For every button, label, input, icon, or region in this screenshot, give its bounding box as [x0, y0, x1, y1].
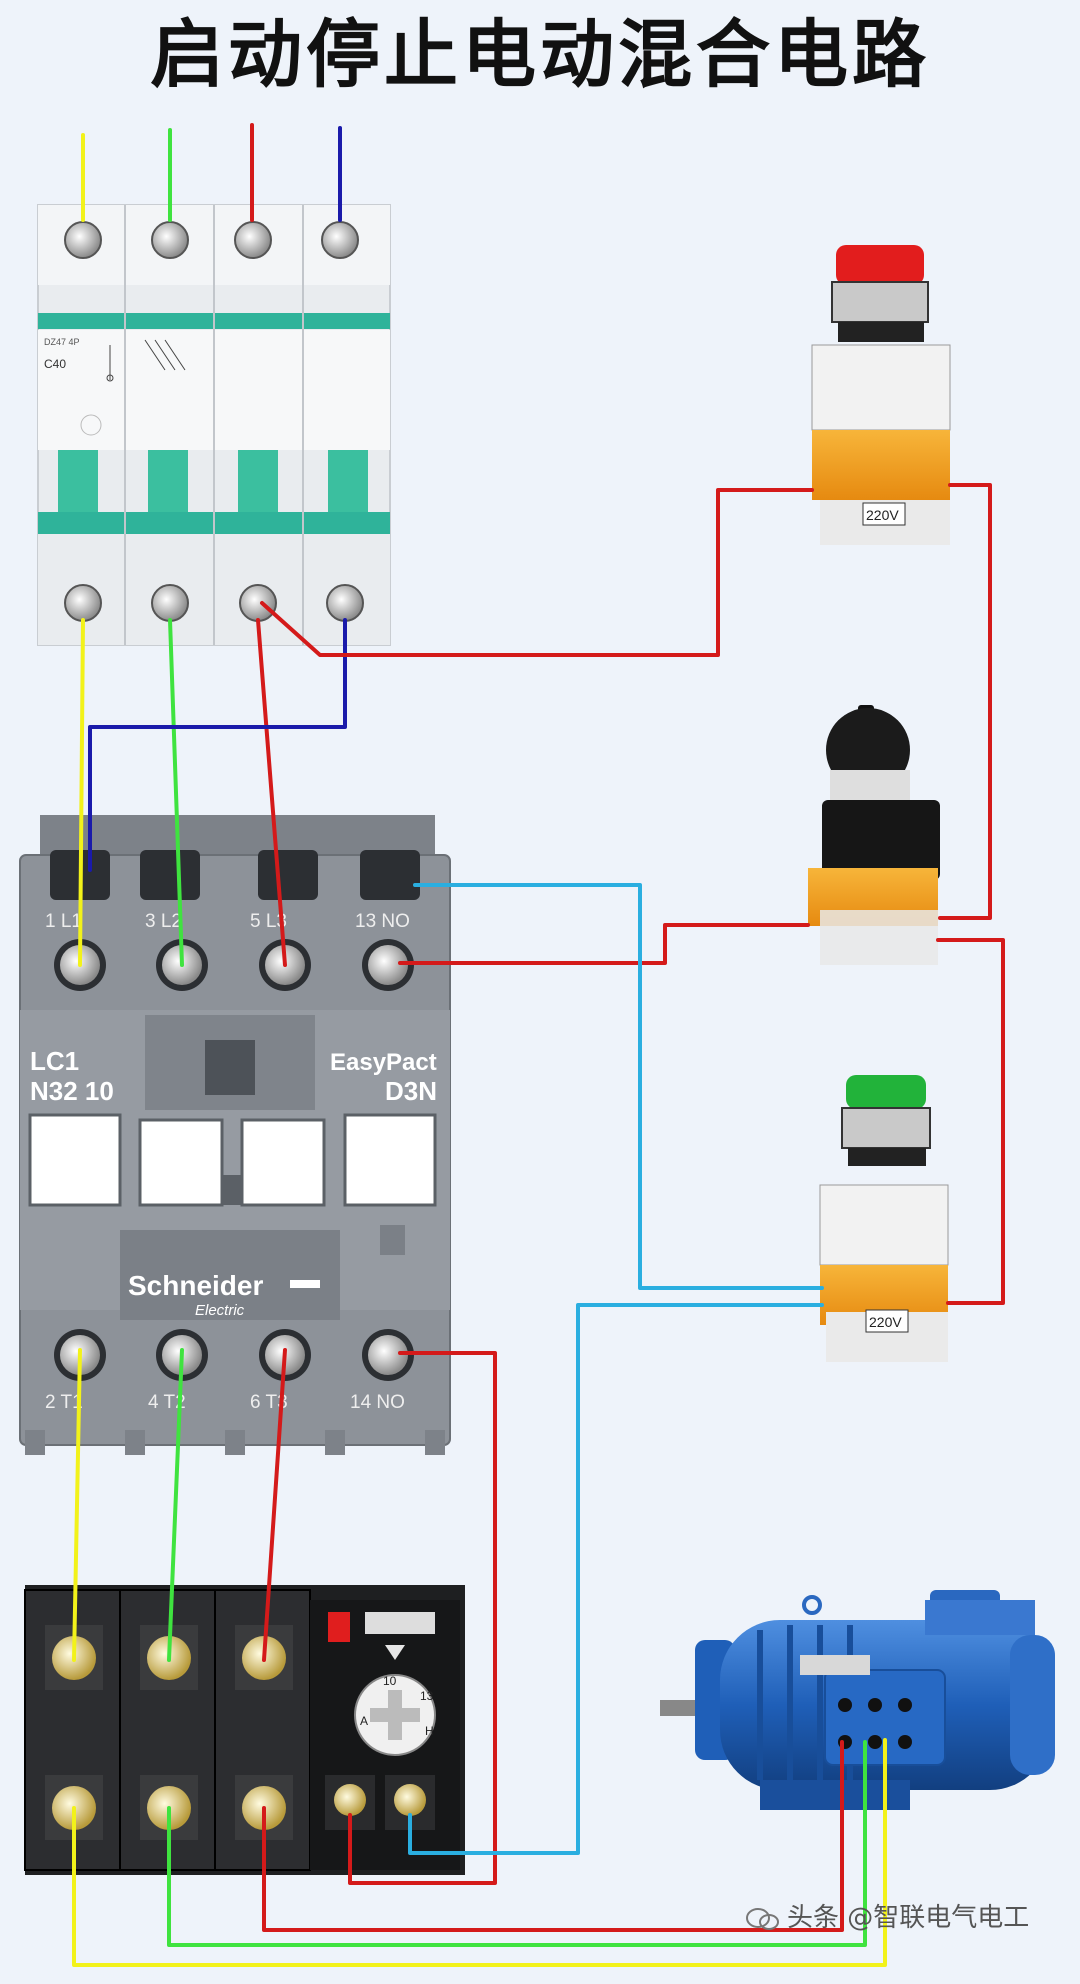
- wire-l3-contactor-relay: [262, 1348, 287, 1662]
- wire-l1-relay-motor: [72, 1738, 887, 1967]
- contactor-bottom-label-2: 4 T2: [148, 1392, 186, 1413]
- contactor-top-label-3: 5 L3: [250, 911, 287, 932]
- contactor-brand-sub: Electric: [195, 1302, 245, 1319]
- contactor-bottom-label-1: 2 T1: [45, 1392, 83, 1413]
- wire-l2-contactor-relay: [167, 1348, 184, 1662]
- circuit-breaker: DZ47 4P C40: [37, 204, 391, 646]
- relay-dial-label-2: 13: [420, 1689, 434, 1703]
- start-button[interactable]: 220V: [819, 1075, 949, 1362]
- contactor-model-line1: LC1: [30, 1046, 79, 1076]
- relay-dial-label-4: H: [425, 1724, 434, 1738]
- chat-bubbles-icon: [746, 1907, 779, 1930]
- wire-l2-relay-motor: [167, 1740, 867, 1947]
- contactor-top-label-1: 1 L1: [45, 911, 82, 932]
- relay-reset-button[interactable]: [328, 1612, 350, 1642]
- breaker-toggles[interactable]: [58, 450, 368, 512]
- relay-dial-label-3: A: [360, 1714, 368, 1728]
- relay-top-terminals: [45, 1625, 293, 1690]
- overload-relay: 10 13 A H: [24, 1585, 465, 1875]
- contactor-brand-model-line1: EasyPact: [330, 1049, 437, 1076]
- start-button-cap[interactable]: [846, 1075, 926, 1109]
- contactor-top-label-4: 13 NO: [355, 911, 410, 932]
- wire-l1-contactor-relay: [72, 1348, 82, 1662]
- wire-l3-relay-motor: [262, 1740, 844, 1932]
- contactor-top-terminals: [50, 850, 420, 991]
- contactor-window-4: [343, 1113, 437, 1207]
- wire-stop-to-selector: [938, 483, 992, 920]
- contactor-window-3: [240, 1118, 326, 1207]
- wire-selector-to-start: [936, 938, 1005, 1305]
- start-button-voltage: 220V: [869, 1314, 902, 1330]
- contactor-bottom-label-3: 6 T3: [250, 1392, 288, 1413]
- contactor-model-line2: N32 10: [30, 1076, 114, 1106]
- relay-dial-label-1: 10: [383, 1674, 397, 1688]
- stop-button-cap[interactable]: [836, 245, 924, 285]
- contactor-window-1: [28, 1113, 122, 1207]
- wire-coil-b: [408, 1303, 824, 1855]
- wire-l3-breaker-contactor: [256, 618, 287, 967]
- stop-button-voltage: 220V: [866, 507, 899, 523]
- contactor-top-label-2: 3 L2: [145, 911, 182, 932]
- selector-switch[interactable]: [808, 705, 940, 965]
- wire-control-phase: [260, 488, 814, 657]
- relay-current-dial[interactable]: [354, 1674, 436, 1756]
- page-title: 启动停止电动混合电路: [150, 12, 930, 98]
- breaker-rating: C40: [44, 357, 66, 371]
- wire-coil-a: [413, 883, 824, 1290]
- contactor-bottom-label-4: 14 NO: [350, 1392, 405, 1413]
- watermark-text: 头条 @智联电气电工: [787, 1903, 1030, 1933]
- relay-aux-terminals: [325, 1775, 435, 1830]
- wire-l1-breaker-contactor: [78, 618, 85, 967]
- watermark: 头条 @智联电气电工: [745, 1893, 1075, 1943]
- wire-l2-breaker-contactor: [168, 618, 184, 967]
- contactor-brand: Schneider: [128, 1270, 263, 1301]
- stop-button[interactable]: 220V: [811, 245, 951, 545]
- contactor-brand-model-line2: D3N: [385, 1076, 437, 1106]
- electric-motor: [660, 1590, 1055, 1810]
- contactor-window-2: [138, 1118, 224, 1207]
- wire-14no-to-relay: [348, 1351, 497, 1885]
- wire-selector-to-13no: [398, 923, 810, 965]
- breaker-model-code: DZ47 4P: [44, 337, 80, 347]
- contactor: 1 L1 3 L2 5 L3 13 NO LC1 N32 10 EasyPact…: [19, 815, 451, 1455]
- wire-neutral: [88, 618, 347, 872]
- breaker-bottom-terminals: [64, 584, 364, 622]
